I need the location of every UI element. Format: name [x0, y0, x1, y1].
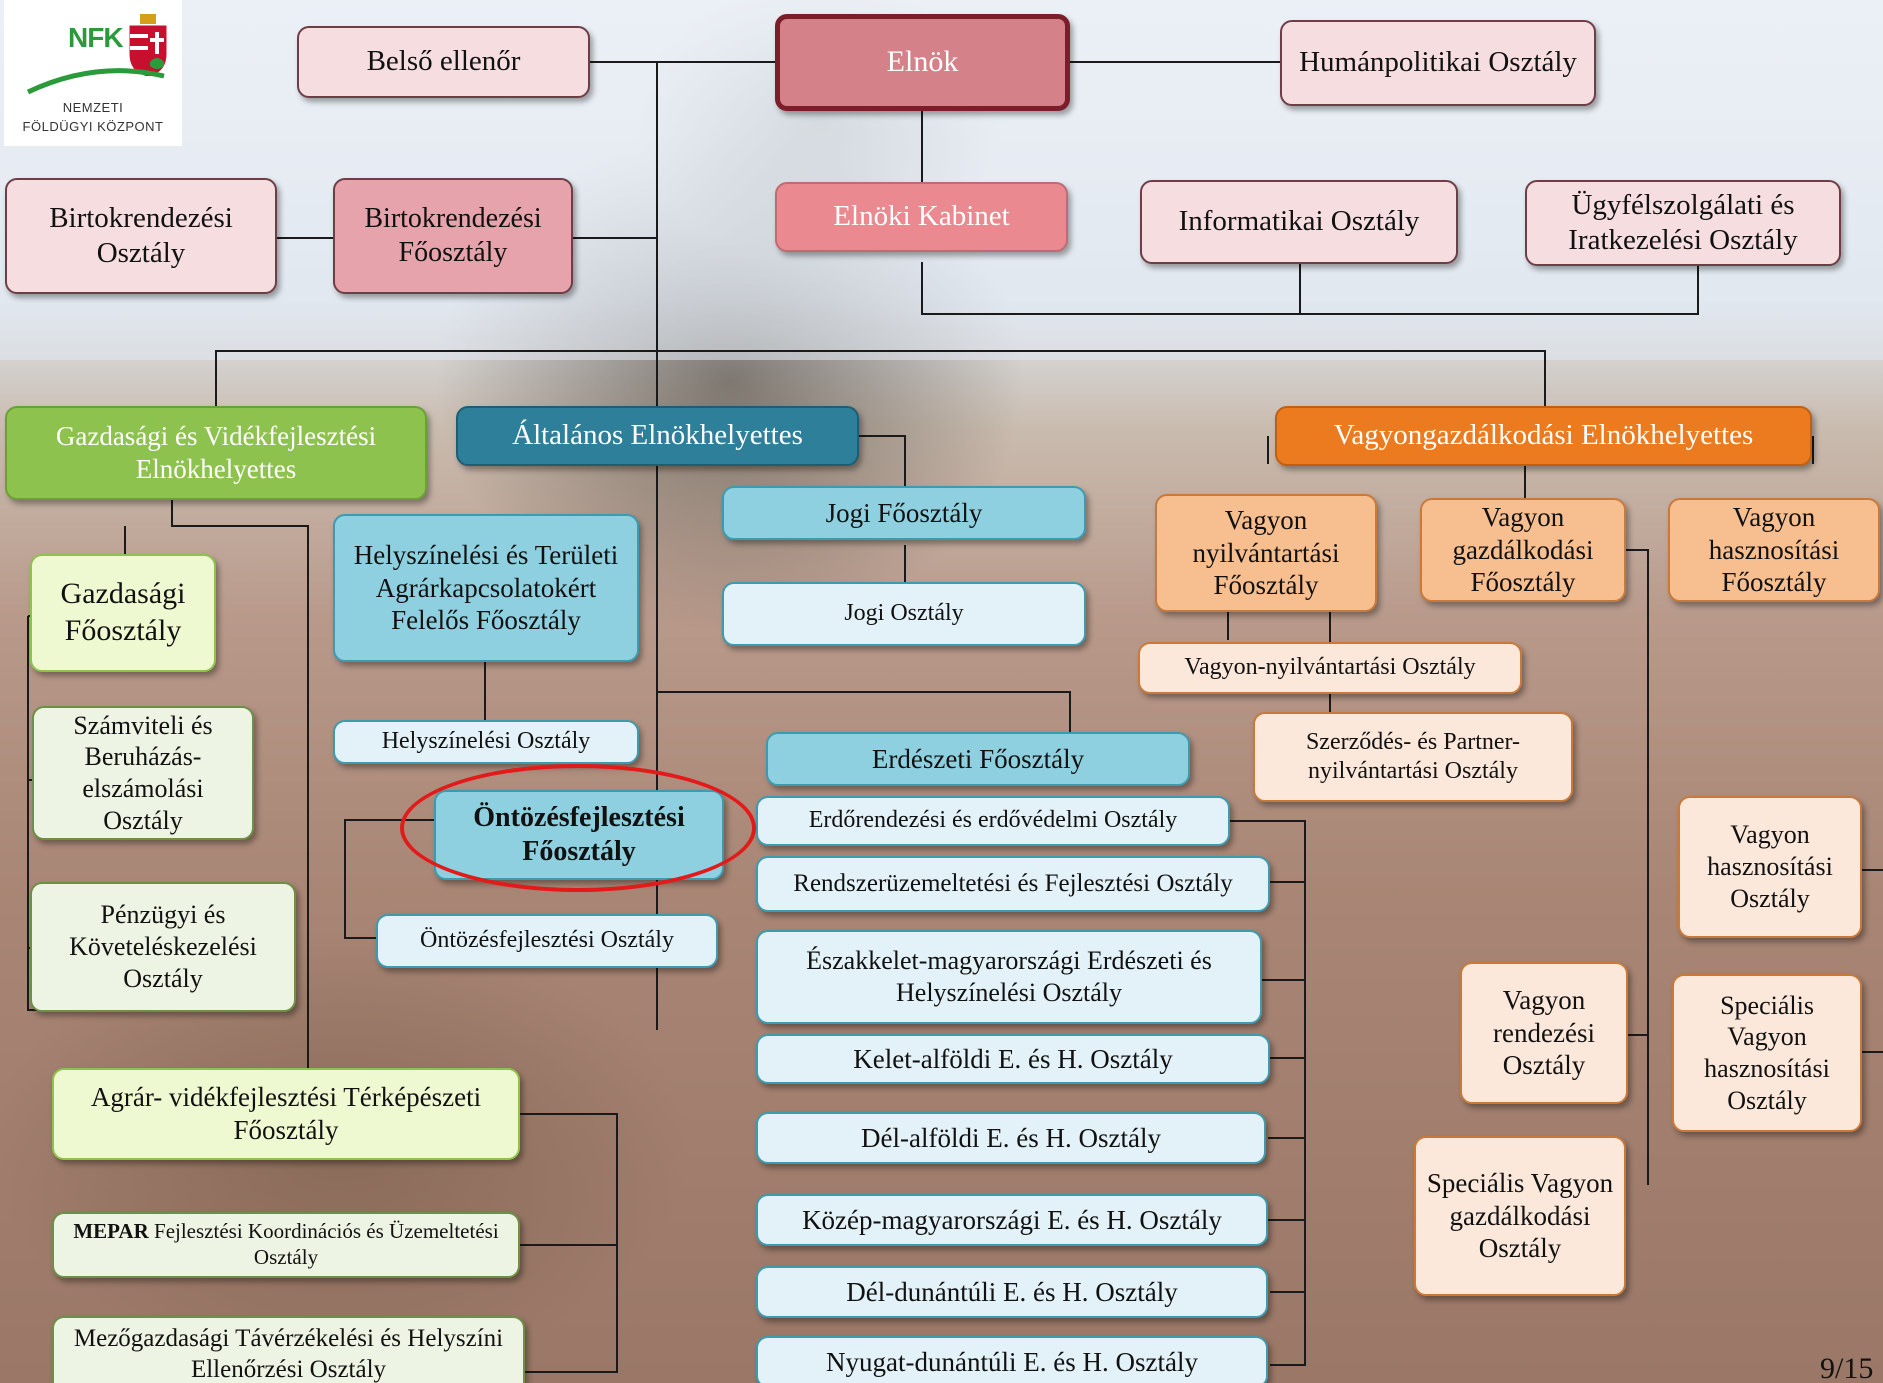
logo-line1: NEMZETI [62, 100, 124, 115]
elnoki-kabinet-box: Elnöki Kabinet [775, 182, 1068, 252]
ontozes-osztaly-box: Öntözésfejlesztési Osztály [376, 914, 718, 968]
nfk-logo: NFK NEMZETI FÖLDÜGYI KÖZPONT [4, 0, 182, 146]
ugyfelszolgalati-box: Ügyfélszolgálati és Iratkezelési Osztály [1525, 180, 1841, 266]
page-number: 9/15 [1820, 1352, 1874, 1383]
vagyon-rendezesi-box: Vagyon rendezési Osztály [1460, 962, 1628, 1104]
jogi-foosztaly-box: Jogi Főosztály [722, 486, 1086, 540]
birtok-foosztaly-box: Birtokrendezési Főosztály [333, 178, 573, 294]
vagyon-nyilvantartasi-osztaly-box: Vagyon-nyilvántartási Osztály [1138, 642, 1522, 694]
mepar-box: MEPAR Fejlesztési Koordinációs és Üzemel… [52, 1212, 520, 1278]
altalanos-elnokhelyettes-box: Általános Elnökhelyettes [456, 406, 859, 466]
vagyon-elnokhelyettes-box: Vagyongazdálkodási Elnökhelyettes [1275, 406, 1812, 466]
logo-line2: FÖLDÜGYI KÖZPONT [22, 119, 164, 134]
specialis-hasznositasi-box: Speciális Vagyon hasznosítási Osztály [1672, 974, 1862, 1132]
erdo-item-0: Erdőrendezési és erdővédelmi Osztály [756, 796, 1230, 846]
highlight-ellipse [400, 764, 756, 892]
belso-ellenor-box: Belső ellenőr [297, 26, 590, 98]
elnok-box: Elnök [775, 14, 1070, 111]
erdo-item-2: Északkelet-magyarországi Erdészeti és He… [756, 930, 1262, 1024]
erdo-item-5: Közép-magyarországi E. és H. Osztály [756, 1194, 1268, 1246]
mezogazdasagi-box: Mezőgazdasági Távérzékelési és Helyszíni… [52, 1316, 525, 1383]
erdo-item-7: Nyugat-dunántúli E. és H. Osztály [756, 1336, 1268, 1383]
gazdasagi-elnokhelyettes-box: Gazdasági és Vidékfejlesztési Elnökhelye… [5, 406, 427, 500]
logo-swoosh [26, 68, 165, 95]
erdeszeti-foosztaly-box: Erdészeti Főosztály [766, 732, 1190, 786]
erdo-item-6: Dél-dunántúli E. és H. Osztály [756, 1266, 1268, 1318]
birtok-osztaly-box: Birtokrendezési Osztály [5, 178, 277, 294]
specialis-gazdalkodasi-box: Speciális Vagyon gazdálkodási Osztály [1414, 1136, 1626, 1296]
erdo-item-1: Rendszerüzemeltetési és Fejlesztési Oszt… [756, 856, 1270, 912]
logo-brand: NFK [68, 22, 124, 53]
mepar-rest: Fejlesztési Koordinációs és Üzemeltetési… [154, 1219, 499, 1269]
informatikai-box: Informatikai Osztály [1140, 180, 1458, 264]
erdo-item-3: Kelet-alföldi E. és H. Osztály [756, 1034, 1270, 1084]
hungarian-coat-of-arms-icon [129, 14, 167, 76]
jogi-osztaly-box: Jogi Osztály [722, 582, 1086, 646]
vagyon-hasznositasi-osztaly-box: Vagyon hasznosítási Osztály [1678, 796, 1862, 938]
szerzodes-box: Szerződés- és Partner-nyilvántartási Osz… [1253, 712, 1573, 802]
humanpolitikai-box: Humánpolitikai Osztály [1280, 20, 1596, 106]
agrar-terkepeszeti-box: Agrár- vidékfejlesztési Térképészeti Főo… [52, 1068, 520, 1160]
mepar-text: MEPAR Fejlesztési Koordinációs és Üzemel… [62, 1219, 510, 1270]
vagyon-hasznositasi-foosztaly-box: Vagyon hasznosítási Főosztály [1668, 498, 1880, 602]
erdo-item-4: Dél-alföldi E. és H. Osztály [756, 1112, 1266, 1164]
helyszineles-osztaly-box: Helyszínelési Osztály [333, 720, 639, 764]
gazdasagi-foosztaly-box: Gazdasági Főosztály [30, 554, 216, 672]
helyszineles-foosztaly-box: Helyszínelési és Területi Agrárkapcsolat… [333, 514, 639, 662]
vagyon-nyilvantartasi-foosztaly-box: Vagyon nyilvántartási Főosztály [1155, 494, 1377, 612]
vagyon-gazdalkodasi-foosztaly-box: Vagyon gazdálkodási Főosztály [1420, 498, 1626, 602]
penzugyi-box: Pénzügyi és Követeléskezelési Osztály [30, 882, 296, 1012]
mepar-bold: MEPAR [73, 1219, 149, 1244]
szamviteli-box: Számviteli és Beruházás-elszámolási Oszt… [32, 706, 254, 840]
